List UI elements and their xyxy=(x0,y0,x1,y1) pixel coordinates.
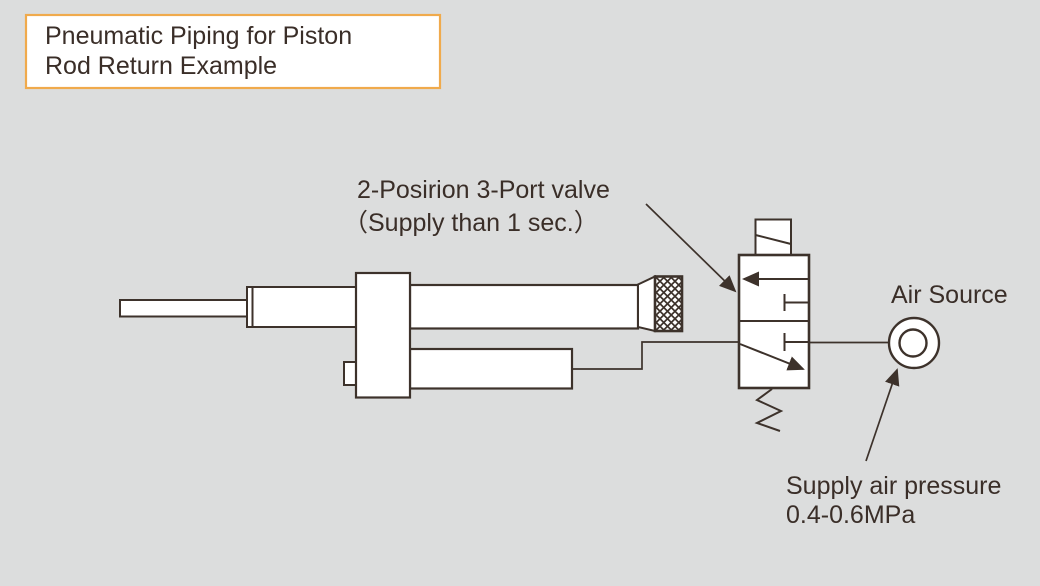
page-title-line1: Pneumatic Piping for Piston xyxy=(45,22,352,50)
valve-symbol xyxy=(737,218,811,432)
air-source-inner-circle xyxy=(898,328,928,358)
piston-rod xyxy=(119,299,251,318)
valve-spring-icon xyxy=(754,388,784,432)
cylinder-lower-tube xyxy=(408,347,574,390)
cylinder-taper xyxy=(637,274,656,333)
pressure-label-leader-arrow xyxy=(865,368,900,462)
valve-label-line2: （Supply than 1 sec.） xyxy=(343,209,599,237)
air-source-port-icon xyxy=(887,316,941,370)
cylinder-body-tube xyxy=(408,283,640,330)
page-title-line2: Rod Return Example xyxy=(45,52,277,80)
valve-solenoid-diagonal xyxy=(755,234,792,245)
cylinder-to-valve-pipe xyxy=(572,341,745,370)
piston-cylinder-assembly xyxy=(119,271,684,399)
piston-shaft xyxy=(246,286,358,328)
supply-pressure-label-line1: Supply air pressure xyxy=(786,472,1001,500)
knurled-cap xyxy=(653,275,684,333)
title-box: Pneumatic Piping for Piston Rod Return E… xyxy=(24,13,442,90)
valve-label-line1: 2-Posirion 3-Port valve xyxy=(357,176,610,204)
mounting-block xyxy=(354,271,412,399)
valve-diagonal-flow-arrow-icon xyxy=(739,343,805,371)
air-source-label: Air Source xyxy=(891,281,1008,309)
title-box-frame xyxy=(24,13,442,90)
supply-pressure-label-line2: 0.4-0.6MPa xyxy=(786,501,915,529)
valve-label-leader-arrow xyxy=(645,203,737,293)
